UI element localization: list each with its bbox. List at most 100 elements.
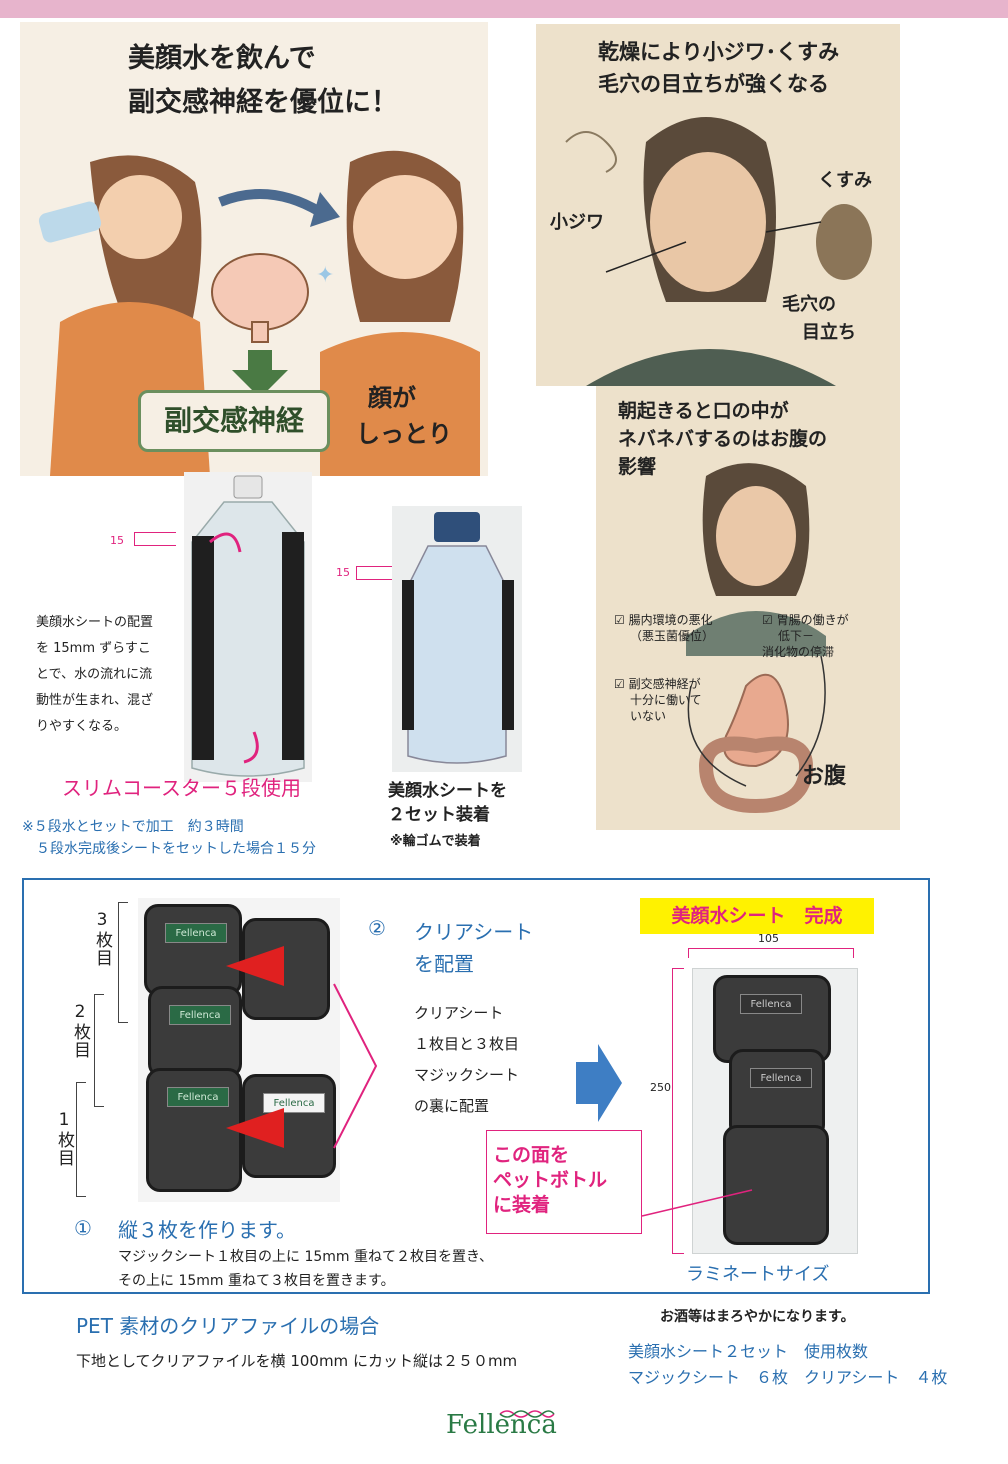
drink-scene-icon: ✦ bbox=[38, 150, 480, 476]
svg-text:✦: ✦ bbox=[316, 263, 334, 288]
check2-line1: 胃腸の働きが bbox=[776, 613, 849, 627]
bracket-3 bbox=[118, 902, 119, 1022]
done-card-3: Fellenca bbox=[713, 975, 831, 1063]
panel1-title-2: 副交感神経を優位に！ bbox=[128, 87, 398, 118]
sheet-mount-1: 美顔水シートを bbox=[388, 781, 507, 801]
pink-chevron-icon bbox=[333, 983, 378, 1149]
small-bottle-icon bbox=[402, 512, 514, 764]
sheet-stack-photo: Fellenca Fellenca Fellenca Fellenca bbox=[138, 898, 340, 1202]
check-nerve: ☑ 副交感神経が 十分に働いて いない bbox=[614, 676, 702, 724]
done-card-1 bbox=[723, 1125, 829, 1245]
completed-title: 美顔水シート 完成 bbox=[640, 898, 874, 934]
drink-illustration-panel: 美顔水を飲んで 副交感神経を優位に！ ✦ 副交感神経 顔が しっとり bbox=[20, 22, 488, 476]
face-line-2: ペットボトル bbox=[493, 1169, 608, 1191]
height-mark: 250 bbox=[650, 1081, 671, 1094]
clear-sheet-desc: クリアシート １枚目と３枚目 マジックシート の裏に配置 bbox=[414, 998, 519, 1122]
step1-title: 縦３枚を作ります。 bbox=[118, 1218, 296, 1242]
bracket-1-bottom bbox=[76, 1196, 86, 1197]
card-brand: Fellenca bbox=[169, 1005, 231, 1025]
pet-title: PET 素材のクリアファイルの場合 bbox=[76, 1314, 380, 1338]
check-digestion: ☑ 胃腸の働きが 低下－ 消化物の停滞 bbox=[762, 612, 849, 660]
sheet-mount-2: ２セット装着 bbox=[388, 805, 490, 825]
laminate-size: ラミネートサイズ bbox=[686, 1264, 830, 1285]
label-sheet-3: 3枚目 bbox=[92, 910, 112, 967]
small-bottle-photo bbox=[392, 506, 522, 772]
sake-note: お酒等はまろやかになります。 bbox=[660, 1309, 855, 1325]
checkbox-icon: ☑ bbox=[614, 613, 625, 627]
offset-mark-right: 15 bbox=[336, 566, 350, 579]
desc-line-4: 動性が生まれ、混ざ bbox=[36, 693, 154, 708]
check-gut: ☑ 腸内環境の悪化 （悪玉菌優位） bbox=[614, 612, 714, 644]
clear-line-4: の裏に配置 bbox=[414, 1097, 490, 1115]
clear-line-1: クリアシート bbox=[414, 1004, 504, 1022]
process-note-2: ５段水完成後シートをセットした場合１５分 bbox=[22, 841, 316, 857]
parasympathetic-badge: 副交感神経 bbox=[138, 390, 330, 452]
desc-line-3: とで、水の流れに流 bbox=[36, 667, 153, 682]
checkbox-icon: ☑ bbox=[762, 613, 773, 627]
label-dull: くすみ bbox=[818, 170, 872, 191]
panel1-title-1: 美顔水を飲んで bbox=[128, 43, 316, 74]
result-line-1: 顔が bbox=[368, 384, 416, 412]
panel2-title-2: 毛穴の目立ちが強くなる bbox=[598, 72, 829, 96]
card-brand: Fellenca bbox=[165, 923, 227, 943]
card-brand: Fellenca bbox=[167, 1087, 229, 1107]
step1-number: ① bbox=[74, 1216, 92, 1240]
label-pore-1: 毛穴の bbox=[782, 294, 836, 315]
check3-line2: 十分に働いて bbox=[630, 693, 702, 707]
red-pointer-upper bbox=[226, 946, 284, 986]
done-card-brand: Fellenca bbox=[750, 1068, 812, 1088]
clear-line-2: １枚目と３枚目 bbox=[414, 1035, 520, 1053]
completed-sheet-photo: Fellenca Fellenca bbox=[692, 968, 858, 1254]
sheet-card-3: Fellenca bbox=[144, 904, 242, 996]
top-bar bbox=[0, 0, 1008, 18]
check3-line1: 副交感神経が bbox=[628, 677, 701, 691]
checkbox-icon: ☑ bbox=[614, 677, 625, 691]
attach-side-callout: この面を ペットボトル に装着 bbox=[486, 1130, 642, 1234]
instruction-box bbox=[22, 878, 930, 1294]
stomach-label: お腹 bbox=[802, 764, 847, 789]
bracket-2-top bbox=[94, 994, 104, 995]
face-line-1: この面を bbox=[493, 1144, 570, 1166]
slim-title-text: スリムコースター５段使用 bbox=[62, 776, 301, 800]
sheet-card-2: Fellenca bbox=[148, 986, 242, 1078]
bracket-3-top bbox=[118, 902, 128, 903]
step2-line1: クリアシート bbox=[414, 920, 534, 944]
width-mark: 105 bbox=[758, 932, 779, 945]
step2-number: ② bbox=[368, 916, 386, 940]
check2-line3: 消化物の停滞 bbox=[762, 645, 835, 659]
bracket-2-bottom bbox=[94, 1106, 104, 1107]
label-sheet-1: 1枚目 bbox=[54, 1110, 74, 1167]
check1-line2: （悪玉菌優位） bbox=[630, 629, 715, 643]
label-wrinkle: 小ジワ bbox=[550, 212, 604, 233]
panel3-title-1: 朝起きると口の中が bbox=[618, 400, 789, 422]
desc-line-1: 美顔水シートの配置 bbox=[36, 615, 154, 630]
label-pore-2: 目立ち bbox=[802, 322, 856, 343]
clear-line-3: マジックシート bbox=[414, 1066, 520, 1084]
done-card-brand: Fellenca bbox=[740, 994, 802, 1014]
step1-line2: その上に 15mm 重ねて３枚目を置きます。 bbox=[118, 1273, 395, 1289]
bracket-1-top bbox=[76, 1082, 86, 1083]
height-bracket bbox=[672, 968, 684, 1254]
desc-line-2: を 15mm ずらすこ bbox=[36, 641, 151, 656]
skin-illustration-panel: 乾燥により小ジワ･くすみ 毛穴の目立ちが強くなる 小ジワ くすみ 毛穴の 目立ち bbox=[536, 24, 900, 386]
desc-line-5: りやすくなる。 bbox=[36, 719, 128, 734]
check2-line2: 低下－ bbox=[778, 629, 815, 643]
stomach-illustration-panel: 朝起きると口の中が ネバネバするのはお腹の 影響 ☑ 腸内環境の悪化 （悪玉菌優… bbox=[596, 386, 900, 830]
check3-line3: いない bbox=[630, 709, 667, 723]
offset-bracket-right bbox=[356, 566, 402, 580]
offset-mark-left: 15 bbox=[110, 534, 124, 547]
face-line-3: に装着 bbox=[493, 1194, 551, 1216]
offset-bracket-left bbox=[134, 532, 176, 546]
label-sheet-2: 2枚目 bbox=[70, 1002, 90, 1059]
panel3-title-3: 影響 bbox=[618, 456, 657, 478]
result-line-2: しっとり bbox=[356, 420, 452, 448]
rubber-band-note: ※輪ゴムで装着 bbox=[390, 834, 481, 849]
placement-description: 美顔水シートの配置 を 15mm ずらすこ とで、水の流れに流 動性が生まれ、混… bbox=[36, 610, 153, 740]
logo-helix-icon bbox=[499, 1410, 555, 1418]
usage-count-2: マジックシート ６枚 クリアシート ４枚 bbox=[628, 1368, 948, 1387]
pet-description: 下地としてクリアファイルを横 100mm にカット縦は２５０mm bbox=[76, 1352, 518, 1370]
process-note-1: ※５段水とセットで加工 約３時間 bbox=[22, 819, 244, 835]
sheet-card-1: Fellenca bbox=[146, 1068, 242, 1192]
step2-line2: を配置 bbox=[414, 952, 474, 976]
panel2-title-1: 乾燥により小ジワ･くすみ bbox=[598, 40, 840, 64]
